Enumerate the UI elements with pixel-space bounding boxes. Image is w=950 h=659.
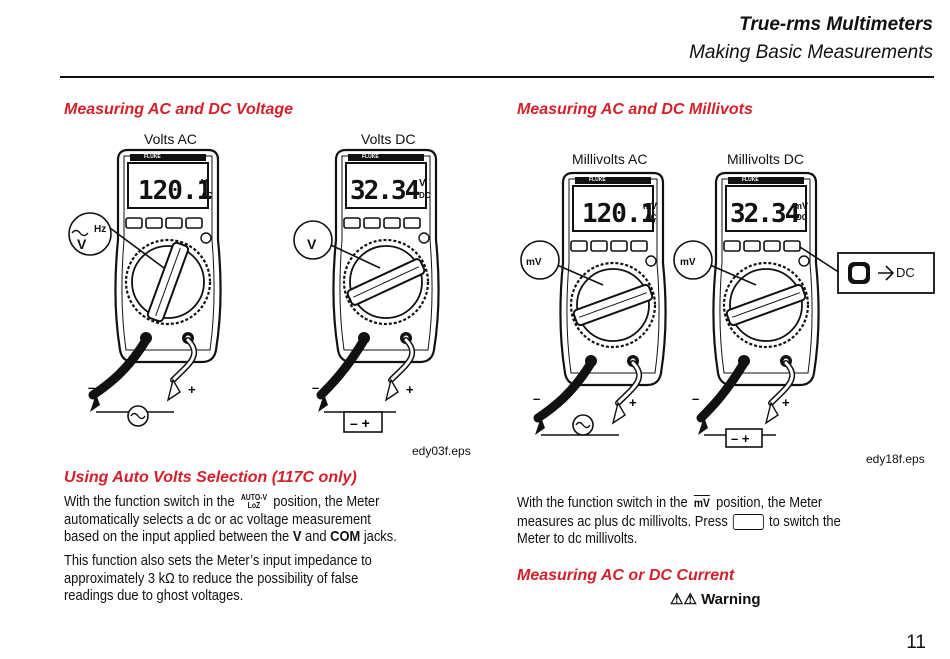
display-unit-millivolts-ac: mV [643,201,658,211]
page-number: 11 [906,632,926,653]
display-unit-volts-ac: V [201,178,208,189]
caption-millivolts-ac: Millivolts AC [572,151,648,167]
svg-text:–: – [312,380,319,395]
auto-volts-paragraph-1: With the function switch in the AUTO-V L… [64,493,397,546]
callout-dc-label: DC [896,265,915,280]
dial-label-mv-ac: mV [526,257,542,268]
auto-volts-text: approximately 3 kΩ to reduce the possibi… [64,569,359,587]
auto-volts-paragraph-2: This function also sets the Meter’s inpu… [64,552,372,605]
svg-text:+: + [188,382,196,397]
display-mode-volts-ac: AC [201,191,213,200]
display-mode-millivolts-ac: AC [645,213,657,222]
svg-text:+: + [782,395,790,410]
auto-volts-text: and [305,528,327,545]
millivolts-text: Meter to dc millivolts. [517,530,638,547]
auto-v-symbol-top: AUTO-V [240,493,268,503]
display-mode-millivolts-dc: DC [796,213,808,222]
display-reading-volts-ac: 120.1 [138,176,212,206]
brand-logo-1: FLUKE [144,154,161,160]
svg-text:– +: – + [350,415,370,431]
auto-volts-text: based on the input applied between the [64,528,290,545]
display-reading-volts-dc: 32.34 [350,176,420,206]
auto-volts-text: automatically selects a dc or ac voltage… [64,510,371,528]
millivolts-paragraph: With the function switch in the mV posit… [517,494,841,548]
jack-com-label: COM [330,528,361,545]
display-mode-volts-dc: DC [419,191,431,200]
figure-ref-right: edy18f.eps [866,452,925,466]
millivolts-text: measures ac plus dc millivolts. Press [517,512,728,530]
brand-logo-2: FLUKE [362,154,379,160]
heading-ac-dc-current: Measuring AC or DC Current [517,567,735,584]
dial-label-v-dc: V [307,236,317,252]
svg-text:–: – [533,391,540,406]
auto-volts-text: readings due to ghost voltages. [64,587,244,604]
heading-ac-dc-voltage: Measuring AC and DC Voltage [64,101,294,118]
millivolts-text: With the function switch in the [517,494,688,511]
dc-toggle-button-icon [732,513,764,530]
svg-text:– +: – + [731,431,750,446]
display-unit-millivolts-dc: mV [794,201,809,211]
svg-text:–: – [88,380,95,395]
dial-label-mv-dc: mV [680,257,696,268]
dial-label-hz: Hz [94,224,107,235]
jack-v-label: V [292,528,302,545]
warning-triangle-icon: ⚠⚠ [670,591,697,608]
header-rule [60,76,934,78]
display-unit-volts-dc: V [419,178,426,189]
auto-v-symbol-bottom: LoZ [247,501,261,511]
brand-logo-3: FLUKE [589,177,606,183]
auto-v-loz-symbol: AUTO-V LoZ [241,494,267,510]
millivolts-text: to switch the [769,512,841,530]
auto-volts-text: With the function switch in the [64,493,235,510]
heading-ac-dc-millivolts: Measuring AC and DC Millivots [517,101,753,118]
auto-volts-text: jacks. [363,528,397,545]
caption-volts-ac: Volts AC [144,131,197,147]
svg-text:+: + [406,382,414,397]
warning-label: ⚠⚠ Warning [670,590,761,608]
multimeter-illustration: – + – + – + [68,148,935,448]
heading-auto-volts: Using Auto Volts Selection (117C only) [64,469,357,486]
brand-logo-4: FLUKE [742,177,759,183]
millivolts-text: position, the Meter [716,494,823,511]
display-reading-millivolts-ac: 120.1 [582,199,656,229]
auto-volts-text: position, the Meter [273,493,380,510]
header-subtitle: Making Basic Measurements [689,42,933,63]
warning-text: Warning [701,591,761,608]
caption-volts-dc: Volts DC [361,131,416,147]
display-reading-millivolts-dc: 32.34 [730,199,800,229]
figure-ref-left: edy03f.eps [412,444,471,458]
dial-label-v-ac: V [77,236,87,252]
auto-volts-text: This function also sets the Meter’s inpu… [64,552,372,569]
mv-symbol: mV [693,496,710,510]
svg-text:+: + [629,395,637,410]
svg-text:–: – [692,391,699,406]
header-title: True-rms Multimeters [739,14,933,35]
caption-millivolts-dc: Millivolts DC [727,151,804,167]
